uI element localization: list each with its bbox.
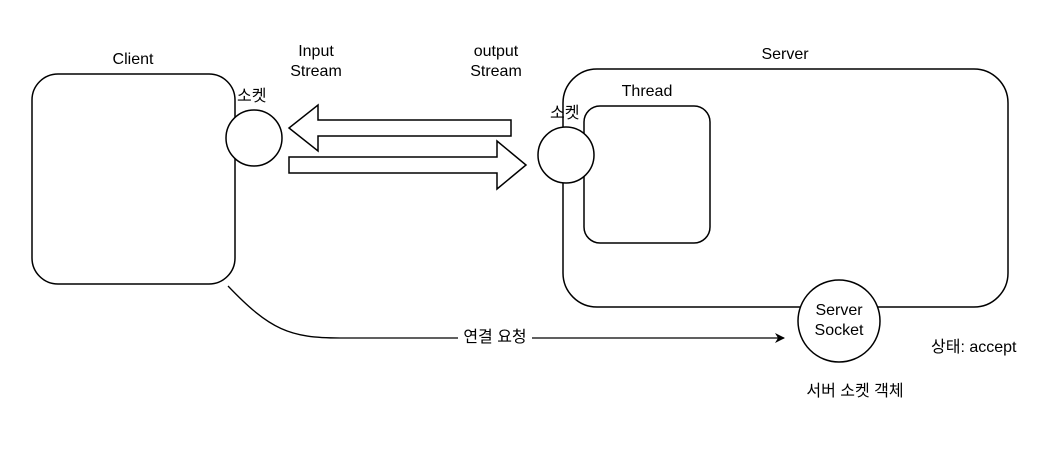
server-socket-object-label-line1: Server: [815, 302, 863, 319]
server-label: Server: [761, 46, 809, 63]
input-stream-label-line2: Stream: [290, 63, 342, 80]
status-text: 상태: accept: [931, 339, 1017, 356]
client-socket-circle: [225, 109, 283, 167]
client-label: Client: [112, 51, 154, 68]
thread-label: Thread: [621, 83, 673, 100]
server-socket-object-label-line2: Socket: [814, 322, 864, 339]
output-stream-arrow: [288, 139, 528, 191]
client-socket-label: 소켓: [237, 88, 267, 105]
thread-box: [583, 105, 711, 244]
output-stream-label-line1: output: [473, 43, 519, 60]
server-socket-caption: 서버 소켓 객체: [806, 383, 904, 400]
server-socket-label: 소켓: [550, 105, 580, 122]
server-socket-object-circle: [797, 279, 881, 363]
connection-request-arrow: [227, 285, 785, 343]
server-socket-circle: [537, 126, 595, 184]
client-box: [31, 73, 236, 285]
output-stream-label-line2: Stream: [470, 63, 522, 80]
input-stream-arrow: [287, 103, 512, 153]
connection-request-label: 연결 요청: [458, 328, 532, 347]
input-stream-label-line1: Input: [298, 43, 334, 60]
